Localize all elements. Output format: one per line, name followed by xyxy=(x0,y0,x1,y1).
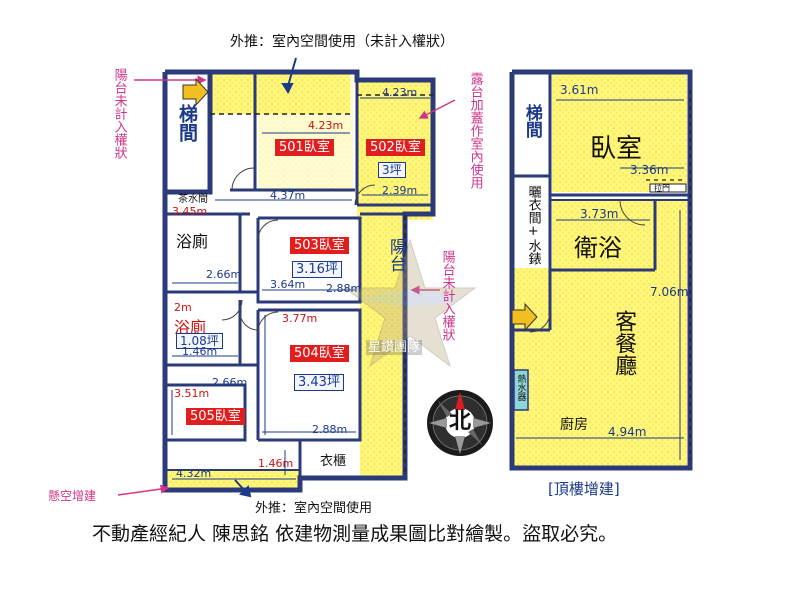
room-505-tag: 505臥室 xyxy=(186,408,245,425)
dim-2-88-b: 2.88m xyxy=(312,423,348,436)
bath2-label: 浴廁 xyxy=(174,318,207,337)
left-floor-doors xyxy=(221,167,376,333)
sliding-door-mark xyxy=(649,183,687,193)
bedroom-label: 臥室 xyxy=(590,134,643,164)
right-floor-dimension-lines xyxy=(516,99,684,460)
left-floor-walls xyxy=(162,69,436,493)
dim-3-45: 3.45m xyxy=(172,205,208,218)
bath1-label: 浴廁 xyxy=(176,232,209,251)
room-503-tag: 503臥室 xyxy=(290,237,349,254)
left-stairs-label: 梯間 xyxy=(175,104,198,142)
dim-4-23-b: 4.23m xyxy=(382,86,418,99)
bottom-note: 外推：室內空間使用 xyxy=(255,501,373,516)
dim-4-23-a: 4.23m xyxy=(308,119,344,132)
compass-rose xyxy=(427,390,493,456)
left-floor-dashed xyxy=(210,94,433,475)
dim-2-66-b: 2.66m xyxy=(212,376,248,389)
kitchen-label: 廚房 xyxy=(560,417,588,433)
dim-3-77: 3.77m xyxy=(282,312,318,325)
watermark-logo xyxy=(343,238,477,368)
right-floor-walls xyxy=(509,69,693,471)
dim-3-64: 3.64m xyxy=(270,278,306,291)
pink-arrows xyxy=(117,75,456,496)
bath2-ping: 1.08坪 xyxy=(176,333,223,349)
dim-2m: 2m xyxy=(174,301,192,314)
dim-1-46-a: 1.46m xyxy=(182,345,218,358)
water-heater-box xyxy=(513,369,529,411)
left-entry-arrow xyxy=(182,77,209,107)
bay-note: 懸空增建 xyxy=(48,489,97,503)
dim-3-51: 3.51m xyxy=(174,387,210,400)
note-arrows xyxy=(234,57,297,498)
room-504-ping: 3.43坪 xyxy=(294,374,344,391)
dim-2-66-a: 2.66m xyxy=(206,268,242,281)
room-501-tag: 501臥室 xyxy=(275,139,334,156)
closet-label: 衣櫃 xyxy=(320,454,347,469)
living-dining-label: 客餐廳 xyxy=(611,310,637,376)
left-balcony-note: 陽台未計入權狀 xyxy=(111,68,127,159)
dim-7-06: 7.06m xyxy=(650,285,689,299)
water-heater-label: 熱水器 xyxy=(515,374,526,401)
watermark-text: 星鑽團隊 xyxy=(366,340,423,355)
compass-north-label: 北 xyxy=(449,409,472,434)
sliding-door-label: 拉門 xyxy=(654,184,670,193)
dim-3-36: 3.36m xyxy=(630,163,669,177)
rooftop-title: [頂樓增建] xyxy=(548,480,620,498)
dim-4-94: 4.94m xyxy=(608,425,647,439)
right-floor-fills xyxy=(512,72,687,468)
top-note: 外推：室內空間使用（未計入權狀） xyxy=(230,34,454,50)
room-503-ping: 3.16坪 xyxy=(292,261,342,278)
laundry-label: 曬衣間+水錶 xyxy=(525,185,541,265)
dim-4-32: 4.32m xyxy=(176,467,212,480)
dim-1-46-b: 1.46m xyxy=(258,457,294,470)
right-entry-arrow xyxy=(511,302,538,332)
balcony-label: 陽台 xyxy=(385,238,406,272)
left-floor-dimension-lines xyxy=(171,97,430,480)
balcony2-note: 陽台未計入權狀 xyxy=(439,250,455,341)
room-504-tag: 504臥室 xyxy=(290,345,349,362)
footer-disclaimer: 不動產經紀人 陳思銘 依建物測量成果圖比對繪製。盜取必究。 xyxy=(92,523,618,545)
terrace-note: 露台加蓋作室內使用 xyxy=(467,72,483,189)
room-502-tag: 502臥室 xyxy=(366,139,425,156)
dim-3-73: 3.73m xyxy=(580,207,619,221)
right-floor-dashed xyxy=(646,90,691,460)
room-502-ping: 3坪 xyxy=(378,162,406,178)
dim-2-88-a: 2.88m xyxy=(326,282,362,295)
tea-room-label: 茶水間 xyxy=(178,194,208,205)
right-floor-doors xyxy=(529,199,646,333)
dim-2-39: 2.39m xyxy=(382,184,418,197)
dim-4-37: 4.37m xyxy=(270,189,306,202)
bathroom-label: 衛浴 xyxy=(574,234,622,262)
right-stairs-label: 梯間 xyxy=(521,104,542,138)
dim-3-61: 3.61m xyxy=(560,83,599,97)
